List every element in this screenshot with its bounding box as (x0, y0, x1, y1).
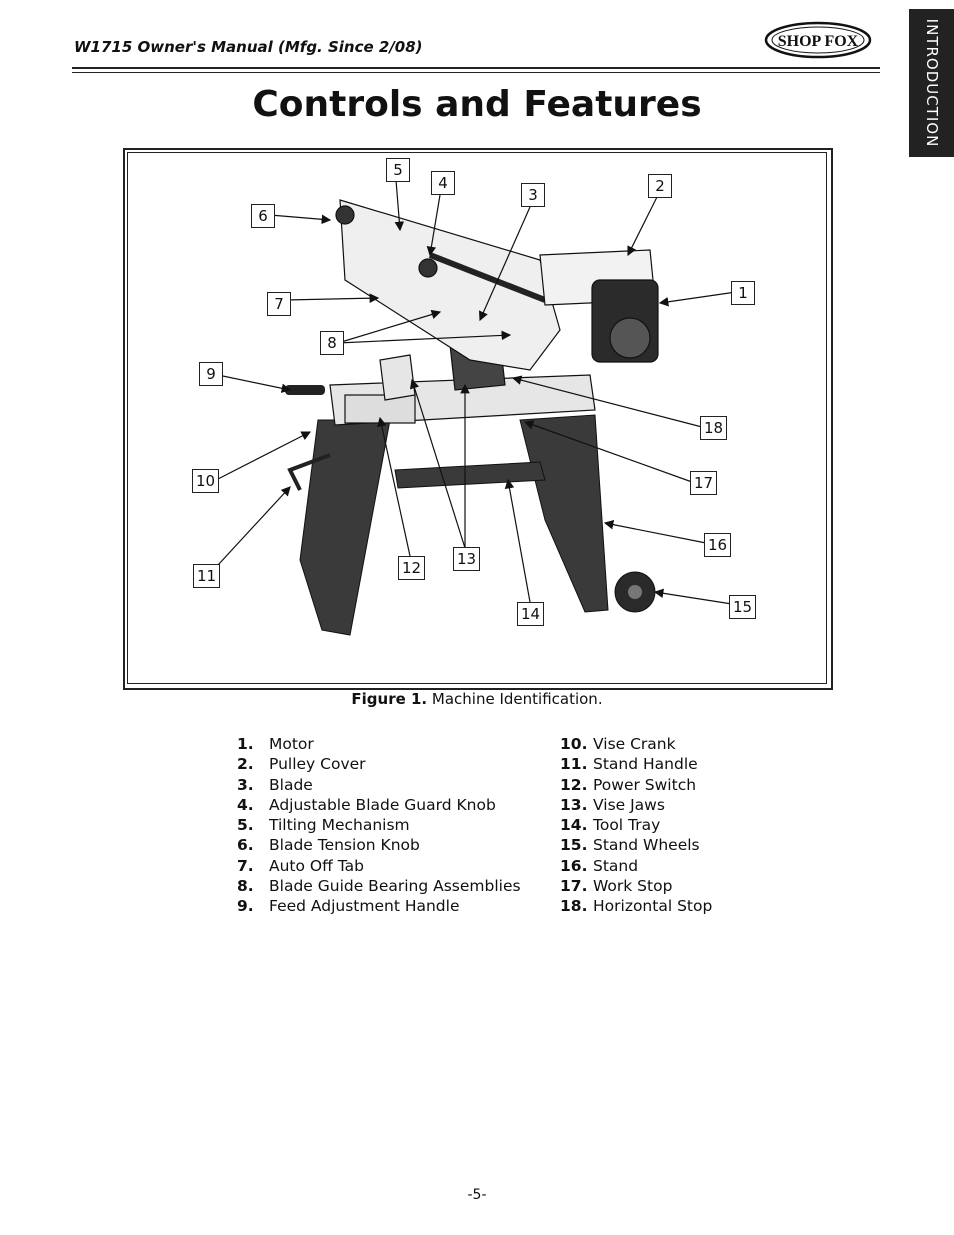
item-number: 1. (237, 735, 254, 753)
list-item: 15. Stand Wheels (560, 835, 712, 855)
list-item: 13. Vise Jaws (560, 795, 712, 815)
list-item: 4. Adjustable Blade Guard Knob (237, 795, 521, 815)
item-label: Blade (269, 775, 313, 794)
shop-fox-logo: SHOP FOX (764, 21, 872, 59)
callout-6: 6 (251, 204, 275, 228)
callout-12: 12 (398, 556, 426, 580)
item-number: 8. (237, 877, 254, 896)
page-title: Controls and Features (252, 84, 702, 125)
callout-13: 13 (453, 547, 481, 571)
item-label: Stand (593, 856, 639, 875)
item-number: 18. (560, 897, 588, 916)
list-item: 5. Tilting Mechanism (237, 815, 521, 835)
list-item: 16. Stand (560, 856, 712, 876)
item-label: Tool Tray (593, 816, 661, 835)
item-label: Tilting Mechanism (269, 816, 410, 835)
vise-base (329, 339, 596, 426)
motor (539, 249, 659, 363)
callout-7: 7 (267, 292, 291, 316)
caption-prefix: Figure 1. (351, 690, 428, 708)
item-number: 5. (237, 816, 254, 835)
callout-11: 11 (193, 564, 221, 588)
feed-handle (285, 385, 325, 395)
figure-caption: Figure 1. Machine Identification. (0, 690, 954, 708)
item-number: 14. (560, 816, 588, 835)
item-number: 4. (237, 795, 254, 814)
svg-text:SHOP FOX: SHOP FOX (778, 33, 859, 50)
parts-list-right: 10. Vise Crank 11. Stand Handle 12. Power S… (560, 734, 712, 917)
callout-1: 1 (731, 281, 755, 305)
parts-list-left: 1. Motor 2. Pulley Cover 3. Blade 4. Adjusta… (237, 734, 521, 917)
item-label: Feed Adjustment Handle (269, 897, 460, 916)
item-label: Work Stop (593, 877, 673, 896)
callout-8: 8 (320, 331, 344, 355)
callout-2: 2 (648, 174, 672, 198)
item-number: 10. (560, 735, 588, 753)
list-item: 3. Blade (237, 775, 521, 795)
callout-4: 4 (431, 171, 455, 195)
item-label: Pulley Cover (269, 755, 366, 774)
list-item: 6. Blade Tension Knob (237, 835, 521, 855)
callout-5: 5 (386, 158, 410, 182)
item-label: Motor (269, 735, 314, 753)
list-item: 8. Blade Guide Bearing Assemblies (237, 876, 521, 896)
page-number: -5- (467, 1187, 487, 1203)
item-number: 3. (237, 775, 254, 794)
item-number: 9. (237, 897, 254, 916)
callout-14: 14 (517, 602, 545, 626)
blade-housing (335, 199, 561, 371)
item-label: Stand Handle (593, 755, 698, 774)
item-label: Stand Wheels (593, 836, 700, 855)
item-label: Blade Tension Knob (269, 836, 420, 855)
list-item: 17. Work Stop (560, 876, 712, 896)
item-number: 16. (560, 856, 588, 875)
caption-text: Machine Identification. (431, 690, 603, 708)
item-label: Adjustable Blade Guard Knob (269, 795, 496, 814)
item-number: 17. (560, 877, 588, 896)
item-number: 12. (560, 775, 588, 794)
callout-16: 16 (704, 533, 732, 557)
list-item: 2. Pulley Cover (237, 754, 521, 774)
callout-10: 10 (192, 469, 220, 493)
item-number: 11. (560, 755, 588, 774)
item-label: Vise Crank (593, 735, 676, 753)
callout-9: 9 (199, 362, 223, 386)
list-item: 10. Vise Crank (560, 734, 712, 754)
list-item: 7. Auto Off Tab (237, 856, 521, 876)
header-rule (72, 67, 880, 69)
callout-17: 17 (690, 471, 718, 495)
list-item: 1. Motor (237, 734, 521, 754)
item-label: Vise Jaws (593, 795, 665, 814)
manual-title: W1715 Owner's Manual (Mfg. Since 2/08) (74, 38, 423, 56)
list-item: 9. Feed Adjustment Handle (237, 896, 521, 916)
item-label: Blade Guide Bearing Assemblies (269, 877, 521, 896)
list-item: 11. Stand Handle (560, 754, 712, 774)
callout-3: 3 (521, 183, 545, 207)
item-number: 7. (237, 856, 254, 875)
item-label: Auto Off Tab (269, 856, 364, 875)
callout-18: 18 (700, 416, 728, 440)
item-number: 15. (560, 836, 588, 855)
callout-15: 15 (729, 595, 757, 619)
leader-lines (215, 179, 751, 605)
figure-frame-inner (127, 152, 827, 684)
item-number: 13. (560, 795, 588, 814)
list-item: 18. Horizontal Stop (560, 896, 712, 916)
list-item: 12. Power Switch (560, 775, 712, 795)
list-item: 14. Tool Tray (560, 815, 712, 835)
header-rule-thin (72, 72, 880, 73)
item-label: Power Switch (593, 775, 697, 794)
figure-frame (123, 148, 833, 690)
section-tab: INTRODUCTION (909, 9, 954, 157)
stand (299, 414, 609, 636)
item-label: Horizontal Stop (593, 897, 713, 916)
item-number: 6. (237, 836, 254, 855)
item-number: 2. (237, 755, 254, 774)
